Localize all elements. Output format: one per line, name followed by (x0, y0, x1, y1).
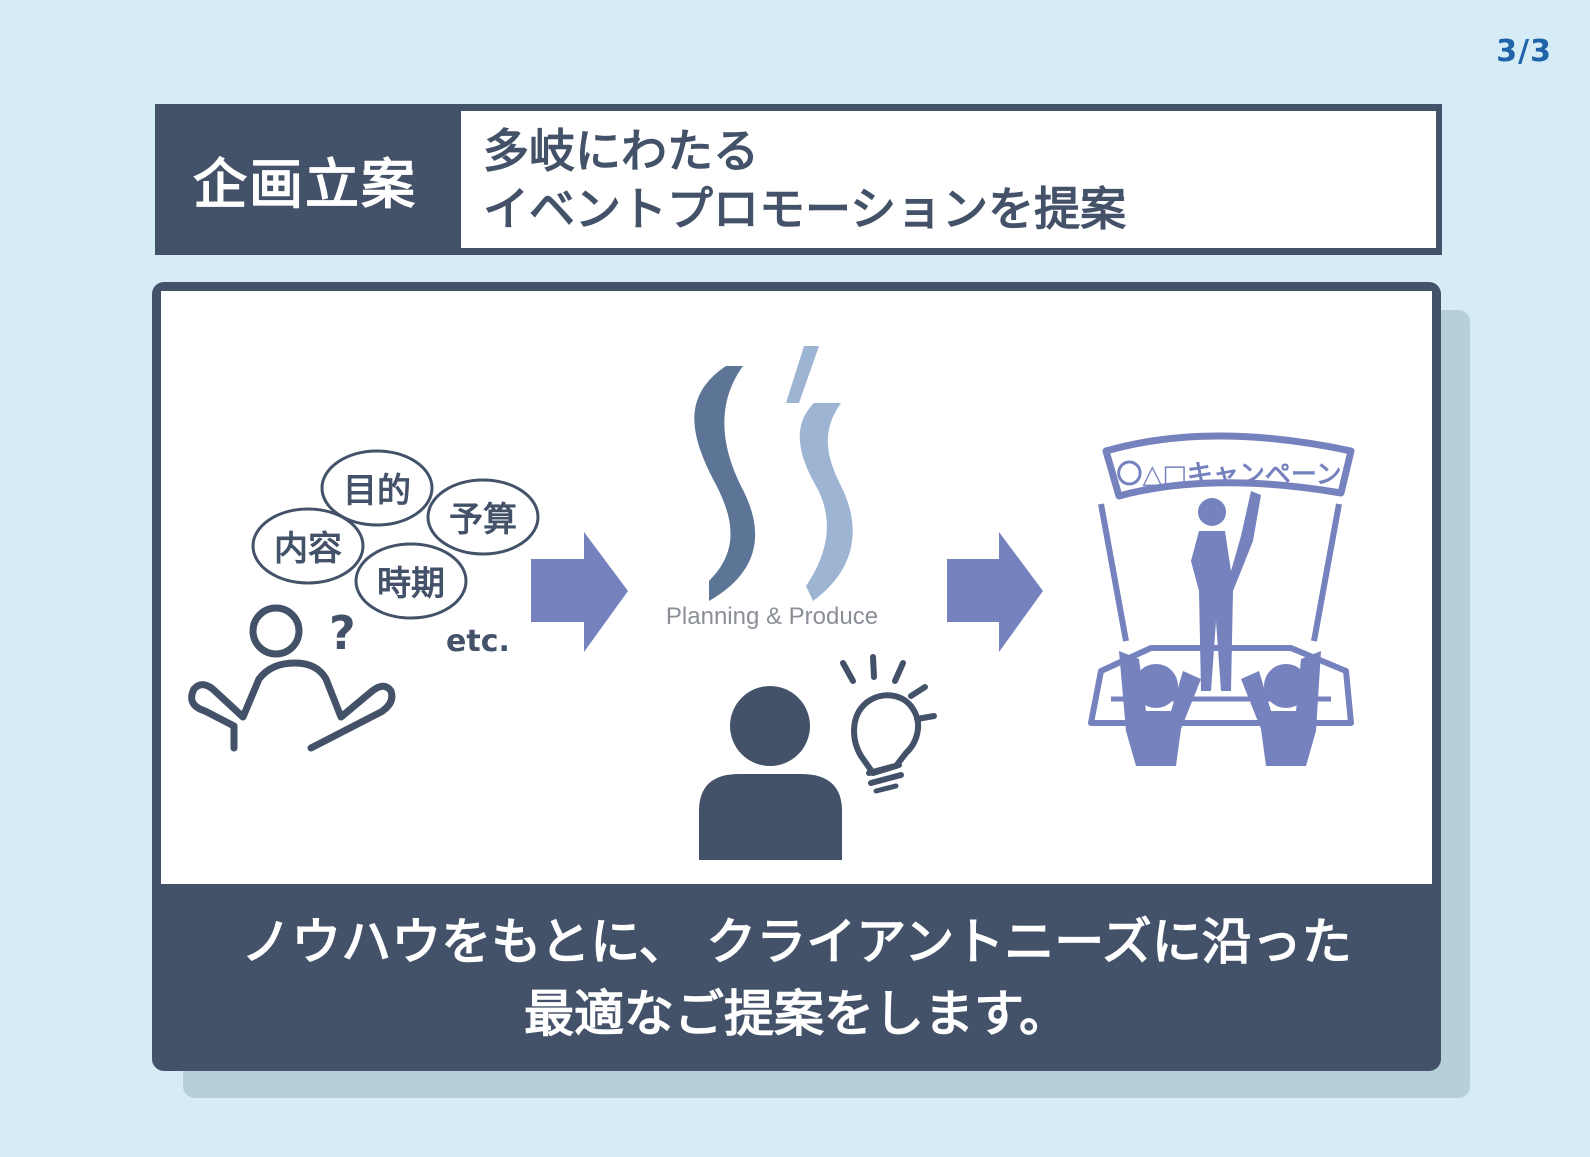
planner-person-icon (699, 686, 842, 860)
lightbulb-icon (840, 654, 937, 794)
arrow-right-icon (947, 532, 1043, 652)
summary-line1: ノウハウをもとに、 クライアントニーズに沿った (241, 912, 1352, 971)
page-number: 3/3 (1496, 34, 1552, 69)
section-title-box: 多岐にわたる イベントプロモーションを提案 (461, 111, 1436, 248)
campaign-banner-text: 〇△□キャンペーン (1116, 460, 1341, 490)
bubble-content-label: 内容 (274, 529, 342, 569)
bubble-budget: 予算 (426, 478, 540, 556)
section-header: 企画立案 多岐にわたる イベントプロモーションを提案 (155, 104, 1442, 255)
bubble-timing: 時期 (354, 542, 468, 620)
bubble-budget-label: 予算 (449, 500, 517, 540)
summary-line2: 最適なご提案をします。 (524, 984, 1069, 1043)
section-label: 企画立案 (193, 153, 417, 216)
content-card: 目的 予算 内容 時期 ? etc. (152, 282, 1441, 1071)
section-title-line1: 多岐にわたる (483, 123, 759, 178)
client-person-icon (188, 604, 396, 752)
bubble-timing-label: 時期 (377, 564, 445, 604)
etc-label: etc. (446, 624, 510, 659)
illustration: 目的 予算 内容 時期 ? etc. (188, 346, 1355, 860)
logo-caption: Planning & Produce (666, 603, 878, 630)
bubble-purpose: 目的 (320, 449, 434, 527)
section-title-line2: イベントプロモーションを提案 (483, 181, 1127, 236)
illustration-panel: 目的 予算 内容 時期 ? etc. (161, 291, 1432, 884)
summary-footer: ノウハウをもとに、 クライアントニーズに沿った 最適なご提案をします。 (152, 884, 1441, 1071)
company-logo: Planning & Produce (666, 346, 878, 630)
question-mark: ? (329, 606, 356, 660)
campaign-stage-illustration: 〇△□キャンペーン (1088, 432, 1355, 766)
bubble-purpose-label: 目的 (343, 471, 411, 511)
arrow-right-icon (531, 532, 628, 652)
bubble-content: 内容 (251, 507, 365, 585)
